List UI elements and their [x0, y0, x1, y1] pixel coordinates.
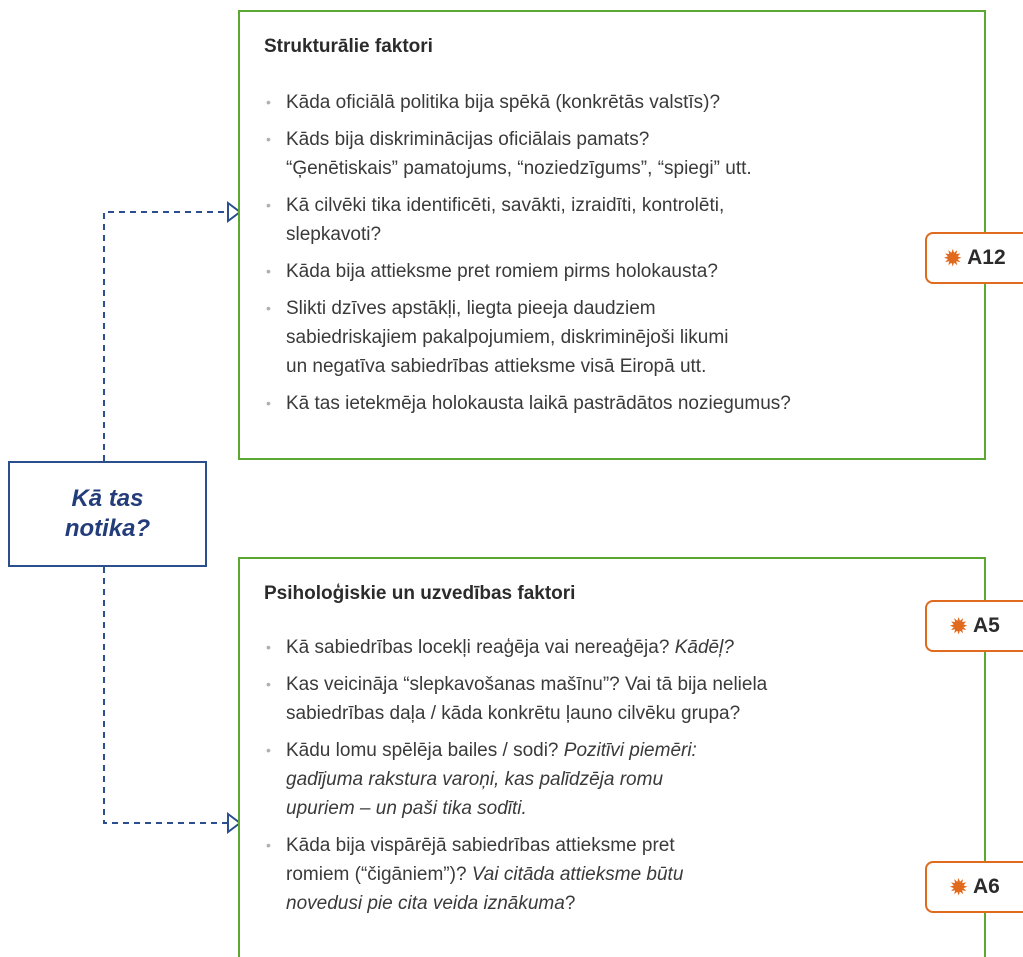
arrow-bottom-icon [227, 812, 242, 834]
item-text: ? [564, 893, 576, 914]
item-text-italic: Vai citāda attieksme būtu [471, 864, 684, 885]
tag-a6[interactable]: ✹ A6 [925, 861, 1023, 913]
structural-factors-box: Strukturālie faktori Kāda oficiālā polit… [238, 10, 986, 460]
item-text-italic: Kādēļ? [674, 637, 734, 658]
item-text: Kāda bija attieksme pret romiem pirms ho… [286, 261, 718, 282]
list-item: Kāds bija diskriminācijas oficiālais pam… [264, 125, 964, 183]
connector-to-top [103, 211, 228, 461]
item-text: slepkavoti? [286, 224, 382, 245]
structural-factors-list: Kāda oficiālā politika bija spēkā (konkr… [264, 88, 964, 426]
psychological-factors-title: Psiholoģiskie un uzvedības faktori [264, 583, 576, 604]
item-text: Kā cilvēki tika identificēti, savākti, i… [286, 195, 725, 216]
structural-factors-title: Strukturālie faktori [264, 36, 433, 57]
gear-icon: ✹ [950, 615, 967, 638]
item-text: “Ģenētiskais” pamatojums, “noziedzīgums”… [286, 158, 752, 179]
list-item: Kā cilvēki tika identificēti, savākti, i… [264, 191, 964, 249]
psychological-factors-box: Psiholoģiskie un uzvedības faktori Kā sa… [238, 557, 986, 957]
gear-icon: ✹ [944, 247, 962, 270]
list-item: Kas veicināja “slepkavošanas mašīnu”? Va… [264, 670, 964, 728]
item-text-italic: Pozitīvi piemēri: [563, 740, 697, 761]
item-text: sabiedriskajiem pakalpojumiem, diskrimin… [286, 327, 729, 348]
item-text: un negatīva sabiedrības attieksme visā E… [286, 356, 707, 377]
item-text: Kā tas ietekmēja holokausta laikā pastrā… [286, 393, 791, 414]
item-text: Slikti dzīves apstākļi, liegta pieeja da… [286, 298, 656, 319]
item-text: Kas veicināja “slepkavošanas mašīnu”? Va… [286, 674, 768, 695]
gear-icon: ✹ [950, 876, 967, 899]
tag-label: A12 [967, 246, 1006, 269]
item-text: Kāda oficiālā politika bija spēkā (konkr… [286, 92, 721, 113]
tag-label: A6 [972, 875, 1000, 898]
arrow-top-icon [227, 201, 242, 223]
list-item: Kāda bija vispārējā sabiedrības attieksm… [264, 831, 964, 918]
question-line-1: Kā tas [71, 485, 144, 512]
central-question: Kā tas notika? [8, 461, 207, 567]
item-text: romiem (“čigāniem”)? [286, 864, 472, 885]
list-item: Slikti dzīves apstākļi, liegta pieeja da… [264, 294, 964, 381]
item-text: sabiedrības daļa / kāda konkrētu ļauno c… [286, 703, 741, 724]
tag-label: A5 [972, 614, 1000, 637]
list-item: Kāda oficiālā politika bija spēkā (konkr… [264, 88, 964, 117]
list-item: Kā sabiedrības locekļi reaģēja vai nerea… [264, 633, 964, 662]
psychological-factors-list: Kā sabiedrības locekļi reaģēja vai nerea… [264, 633, 964, 926]
tag-a12[interactable]: ✹ A12 [925, 232, 1023, 284]
list-item: Kā tas ietekmēja holokausta laikā pastrā… [264, 389, 964, 418]
item-text-italic: upuriem – un paši tika sodīti. [286, 798, 527, 819]
item-text-italic: novedusi pie cita veida iznākuma [286, 893, 565, 914]
item-text: Kādu lomu spēlēja bailes / sodi? [286, 740, 564, 761]
item-text: Kāds bija diskriminācijas oficiālais pam… [286, 129, 650, 150]
item-text-italic: gadījuma rakstura varoņi, kas palīdzēja … [286, 769, 664, 790]
list-item: Kādu lomu spēlēja bailes / sodi? Pozitīv… [264, 736, 964, 823]
connector-to-bottom [103, 567, 228, 824]
item-text: Kāda bija vispārējā sabiedrības attieksm… [286, 835, 675, 856]
item-text: Kā sabiedrības locekļi reaģēja vai nerea… [286, 637, 675, 658]
list-item: Kāda bija attieksme pret romiem pirms ho… [264, 257, 964, 286]
tag-a5[interactable]: ✹ A5 [925, 600, 1023, 652]
question-line-2: notika? [64, 515, 151, 542]
